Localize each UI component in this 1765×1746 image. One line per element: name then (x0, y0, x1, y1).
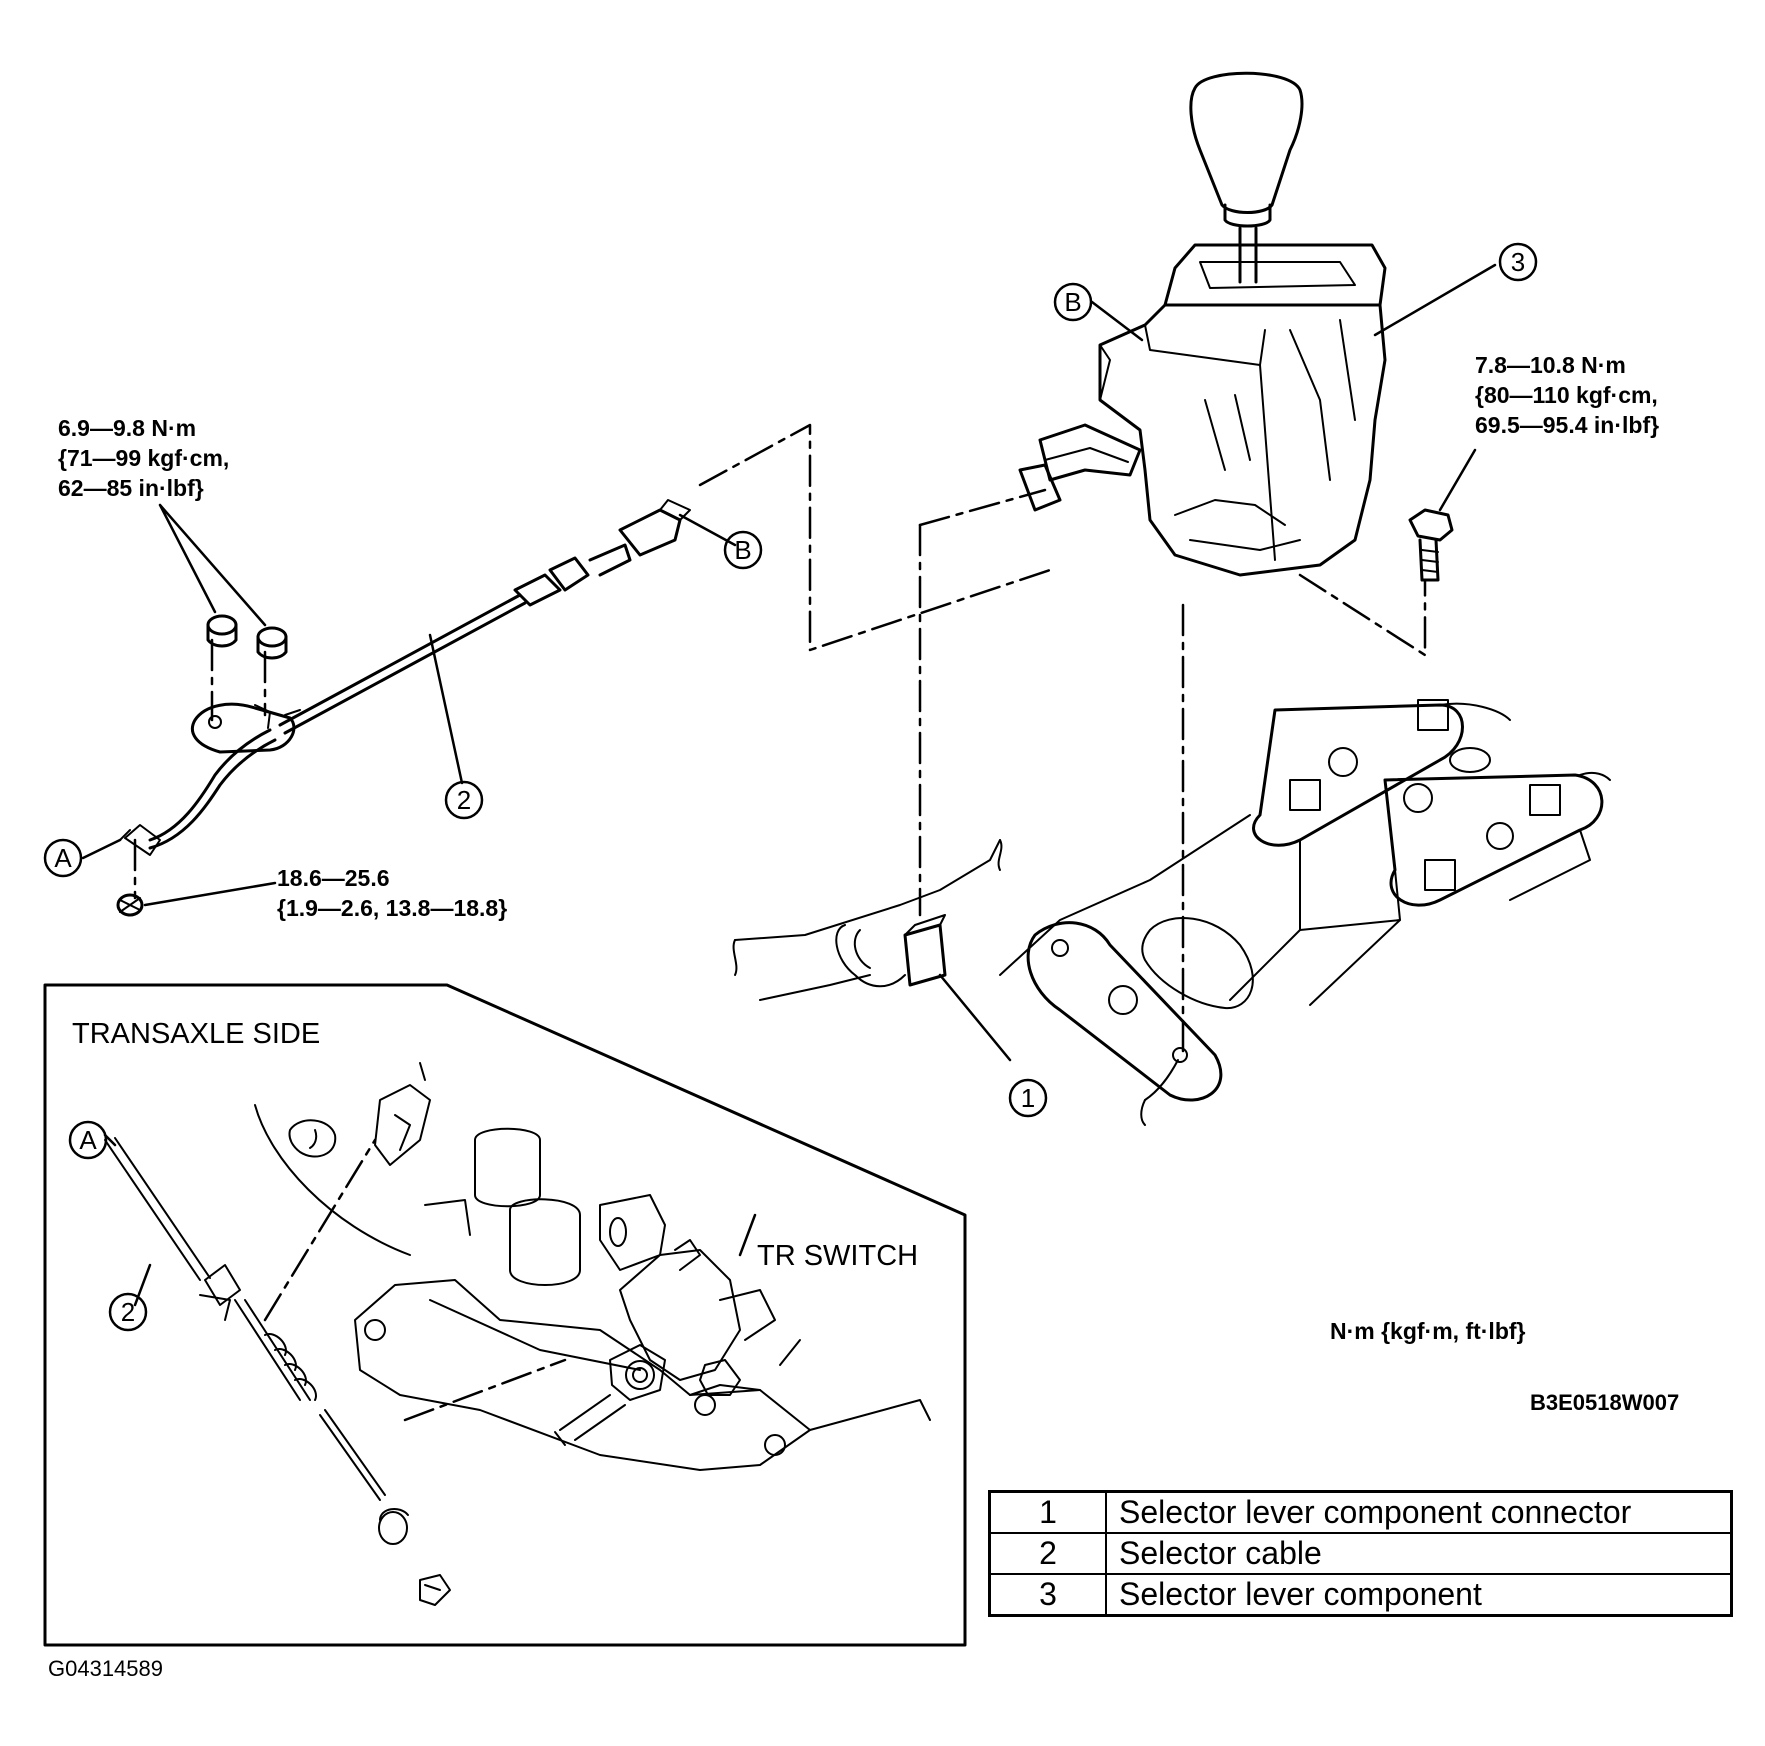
selector-lever-component (1018, 71, 1387, 577)
selector-cable (116, 499, 691, 917)
table-row: 1 Selector lever component connector (988, 1490, 1733, 1534)
legend-description: Selector lever component (1105, 1573, 1733, 1617)
torque-line: {80—110 kgf·cm, (1475, 382, 1658, 408)
torque-spec-bracket-nuts: 6.9—9.8 N·m {71—99 kgf·cm, 62—85 in·lbf} (58, 413, 229, 503)
legend-description: Selector cable (1105, 1532, 1733, 1575)
callout-a-circle (43, 838, 83, 878)
legend-description: Selector lever component connector (1105, 1490, 1733, 1534)
torque-spec-cable-nut: 18.6—25.6 {1.9—2.6, 13.8—18.8} (277, 863, 507, 923)
callout-2-inset-circle (108, 1292, 148, 1332)
torque-line: 6.9—9.8 N·m (58, 415, 197, 441)
inset-transaxle (104, 1062, 931, 1606)
units-note: N·m {kgf·m, ft·lbf} (1330, 1318, 1526, 1344)
inset-title: TRANSAXLE SIDE (72, 1018, 321, 1050)
image-code: G04314589 (48, 1656, 163, 1681)
callout-b-cable: B (734, 535, 751, 565)
callout-1: 1 (1021, 1083, 1035, 1113)
torque-line: {71—99 kgf·cm, (58, 445, 230, 471)
torque-line: 7.8—10.8 N·m (1475, 352, 1626, 378)
torque-line: 18.6—25.6 (277, 865, 390, 891)
parts-legend-table: 1 Selector lever component connector 2 S… (988, 1490, 1733, 1617)
phantom-lines (133, 423, 1427, 1422)
selector-mount-bolt (1408, 508, 1454, 582)
callout-3-circle (1498, 242, 1538, 282)
torque-spec-selector-bolt: 7.8—10.8 N·m {80—110 kgf·cm, 69.5—95.4 i… (1475, 350, 1659, 440)
floor-tunnel (732, 699, 1611, 1126)
figure-code: B3E0518W007 (1530, 1390, 1680, 1415)
callout-2: 2 (457, 785, 471, 815)
leader-lines (81, 263, 1497, 1307)
torque-line: {1.9—2.6, 13.8—18.8} (277, 895, 508, 921)
table-row: 2 Selector cable (988, 1532, 1733, 1575)
torque-line: 62—85 in·lbf} (58, 475, 204, 501)
callout-2-inset: 2 (121, 1297, 135, 1327)
inset-border (43, 983, 967, 1647)
legend-number: 3 (988, 1573, 1107, 1617)
callout-a-inset-circle (68, 1120, 108, 1160)
legend-number: 1 (988, 1490, 1107, 1534)
tr-switch-label: TR SWITCH (757, 1240, 919, 1272)
callout-a-inset: A (79, 1125, 97, 1155)
callout-a: A (54, 843, 72, 873)
callout-b-body-circle (1053, 282, 1093, 322)
table-row: 3 Selector lever component (988, 1573, 1733, 1617)
callout-text: 3 B B 2 A 1 A 2 (54, 247, 1525, 1327)
callout-3: 3 (1511, 247, 1525, 277)
legend-number: 2 (988, 1532, 1107, 1575)
torque-line: 69.5—95.4 in·lbf} (1475, 412, 1660, 438)
callout-b-cable-circle (723, 530, 763, 570)
callout-b-body: B (1064, 287, 1081, 317)
callout-circles (43, 242, 1538, 1332)
callout-2-circle (444, 780, 484, 820)
callout-1-circle (1008, 1078, 1048, 1118)
